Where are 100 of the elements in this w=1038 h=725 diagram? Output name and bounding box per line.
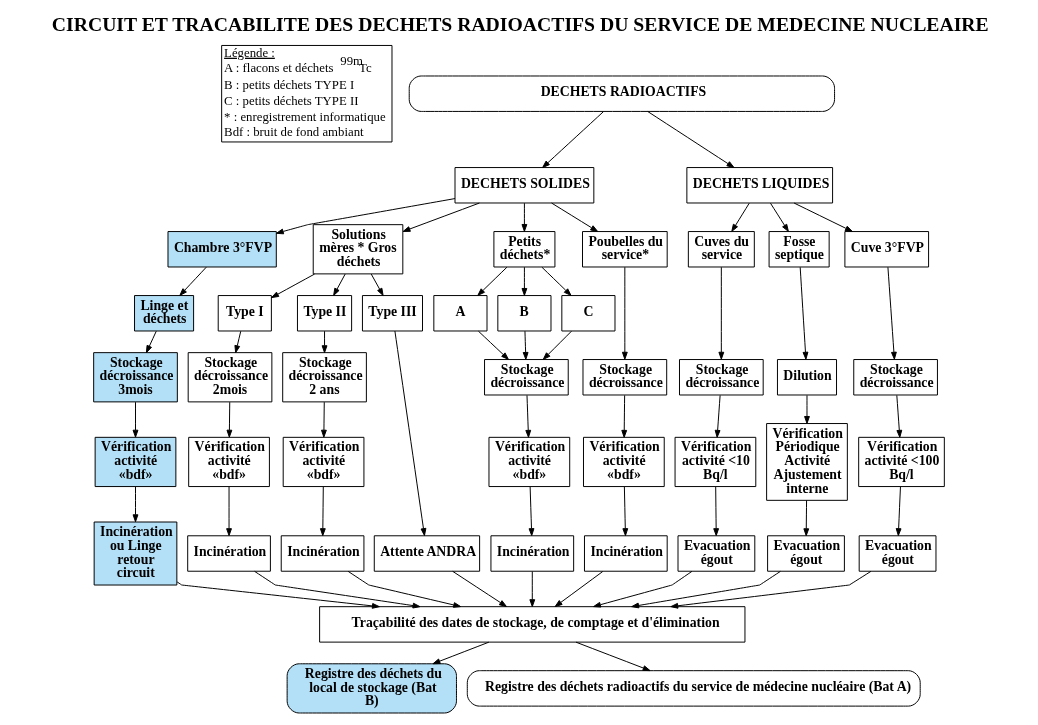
node-box: Dilution xyxy=(776,359,837,396)
arrow xyxy=(234,330,242,354)
arrow xyxy=(542,111,605,168)
arrow xyxy=(521,202,528,232)
label: B : petits déchets TYPE I xyxy=(224,78,355,93)
node-box: Vérification activité «bdf» xyxy=(94,436,177,488)
node-box: Incinération xyxy=(187,535,271,572)
arrow xyxy=(226,401,233,438)
node-box: Linge et déchets xyxy=(134,295,195,332)
node-box: Stockage décroissance xyxy=(679,359,764,396)
node-box: Petits déchets* xyxy=(493,231,556,268)
node-box: Traçabilité des dates de stockage, de comptage et d'élimination xyxy=(319,606,746,643)
arrow xyxy=(333,273,346,296)
node-box: B xyxy=(497,295,552,332)
node-box: Evacuation égout xyxy=(858,535,937,572)
label: * : enregistrement informatique xyxy=(224,109,386,124)
arrow xyxy=(477,330,509,360)
arrow xyxy=(179,266,207,296)
arrow xyxy=(541,266,572,296)
node-box: Type III xyxy=(361,295,423,332)
arrow xyxy=(631,570,781,609)
node-box: Cuve 3°FVP xyxy=(844,231,930,268)
node-box: Type II xyxy=(297,295,353,332)
arrow xyxy=(621,394,628,438)
arrow xyxy=(347,570,462,608)
arrow xyxy=(793,202,853,232)
node-box: Type I xyxy=(217,295,272,332)
node-box: Stockage décroissance xyxy=(853,359,938,396)
arrow xyxy=(275,198,456,235)
node-box: Incinération xyxy=(584,535,668,572)
node-box: Evacuation égout xyxy=(677,535,756,572)
arrow xyxy=(321,330,328,354)
arrow xyxy=(647,111,735,168)
arrow xyxy=(522,330,529,360)
arrow xyxy=(542,330,572,360)
arrow xyxy=(321,401,327,438)
node-box: Evacuation égout xyxy=(767,535,845,572)
arrow xyxy=(718,266,725,360)
node-box: Attente ANDRA xyxy=(373,535,481,572)
arrow xyxy=(622,486,629,537)
arrow xyxy=(621,266,628,360)
arrow xyxy=(887,266,897,360)
node-box: Vérification activité <100 Bq/l xyxy=(858,436,945,488)
arrow xyxy=(713,486,720,537)
node-box: Vérification activité «bdf» xyxy=(188,436,270,488)
node-box: C xyxy=(561,295,616,332)
arrow xyxy=(895,486,902,537)
node-box: Vérification activité «bdf» xyxy=(488,436,571,488)
arrow xyxy=(770,202,789,232)
label: Bdf : bruit de fond ambiant xyxy=(224,125,364,140)
node-box: Vérification activité «bdf» xyxy=(282,436,365,488)
diagram-title: CIRCUIT ET TRACABILITE DES DECHETS RADIOACTIFS DU SERVICE DE MEDECINE NUCLEAIRE xyxy=(51,12,989,35)
arrow xyxy=(319,486,326,537)
arrow xyxy=(529,571,536,608)
arrow xyxy=(896,394,903,438)
arrow xyxy=(551,202,599,232)
arrow xyxy=(432,641,490,665)
node-box: DECHETS RADIOACTIFS xyxy=(408,75,836,112)
node-box: Solutions mères * Gros déchets xyxy=(312,224,404,275)
arrow xyxy=(670,570,872,609)
node-box: Stockage décroissance xyxy=(484,359,569,396)
arrow xyxy=(176,581,380,609)
node-box: Incinération xyxy=(490,535,575,572)
node-box: Stockage décroissance 2mois xyxy=(187,352,273,403)
arrow xyxy=(593,570,693,608)
arrow xyxy=(477,266,508,296)
arrow xyxy=(452,570,507,607)
arrow xyxy=(575,641,651,672)
arrow xyxy=(271,273,316,299)
node-box: A xyxy=(433,295,488,332)
arrow xyxy=(226,486,232,537)
arrow xyxy=(132,486,139,523)
node-box: DECHETS SOLIDES xyxy=(454,167,595,204)
arrow xyxy=(803,499,810,537)
arrow xyxy=(132,401,139,438)
arrow xyxy=(714,394,721,438)
node-box: Incinération ou Linge retour circuit xyxy=(93,521,178,586)
node-box: DECHETS LIQUIDES xyxy=(686,167,834,204)
node-box: Registre des déchets radioactifs du service de médecine nucléaire (Bat A) xyxy=(466,670,921,707)
label: C : petits déchets TYPE II xyxy=(224,93,359,108)
arrow xyxy=(254,570,421,609)
arrow xyxy=(799,266,809,360)
node-box: Stockage décroissance 3mois xyxy=(93,352,178,403)
arrow xyxy=(145,330,157,354)
arrow xyxy=(370,273,384,296)
node-box: Chambre 3°FVP xyxy=(167,231,277,268)
arrow xyxy=(528,486,535,537)
arrow xyxy=(402,202,480,232)
arrow xyxy=(804,394,810,424)
node-box: Registre des déchets du local de stockage (Bat B) xyxy=(286,663,457,714)
arrow xyxy=(554,571,604,608)
node-box: Vérification Périodique Activité Ajustement interne xyxy=(766,423,848,501)
arrow xyxy=(521,266,528,296)
node-box: Vérification activité «bdf» xyxy=(583,436,665,488)
node-box: Stockage décroissance 2 ans xyxy=(282,352,367,403)
arrow xyxy=(731,202,750,232)
node-box: Poubelles du service* xyxy=(582,231,668,268)
node-box: Stockage décroissance xyxy=(582,359,668,396)
node-box: Fosse septique xyxy=(768,231,830,268)
arrow xyxy=(525,394,532,438)
